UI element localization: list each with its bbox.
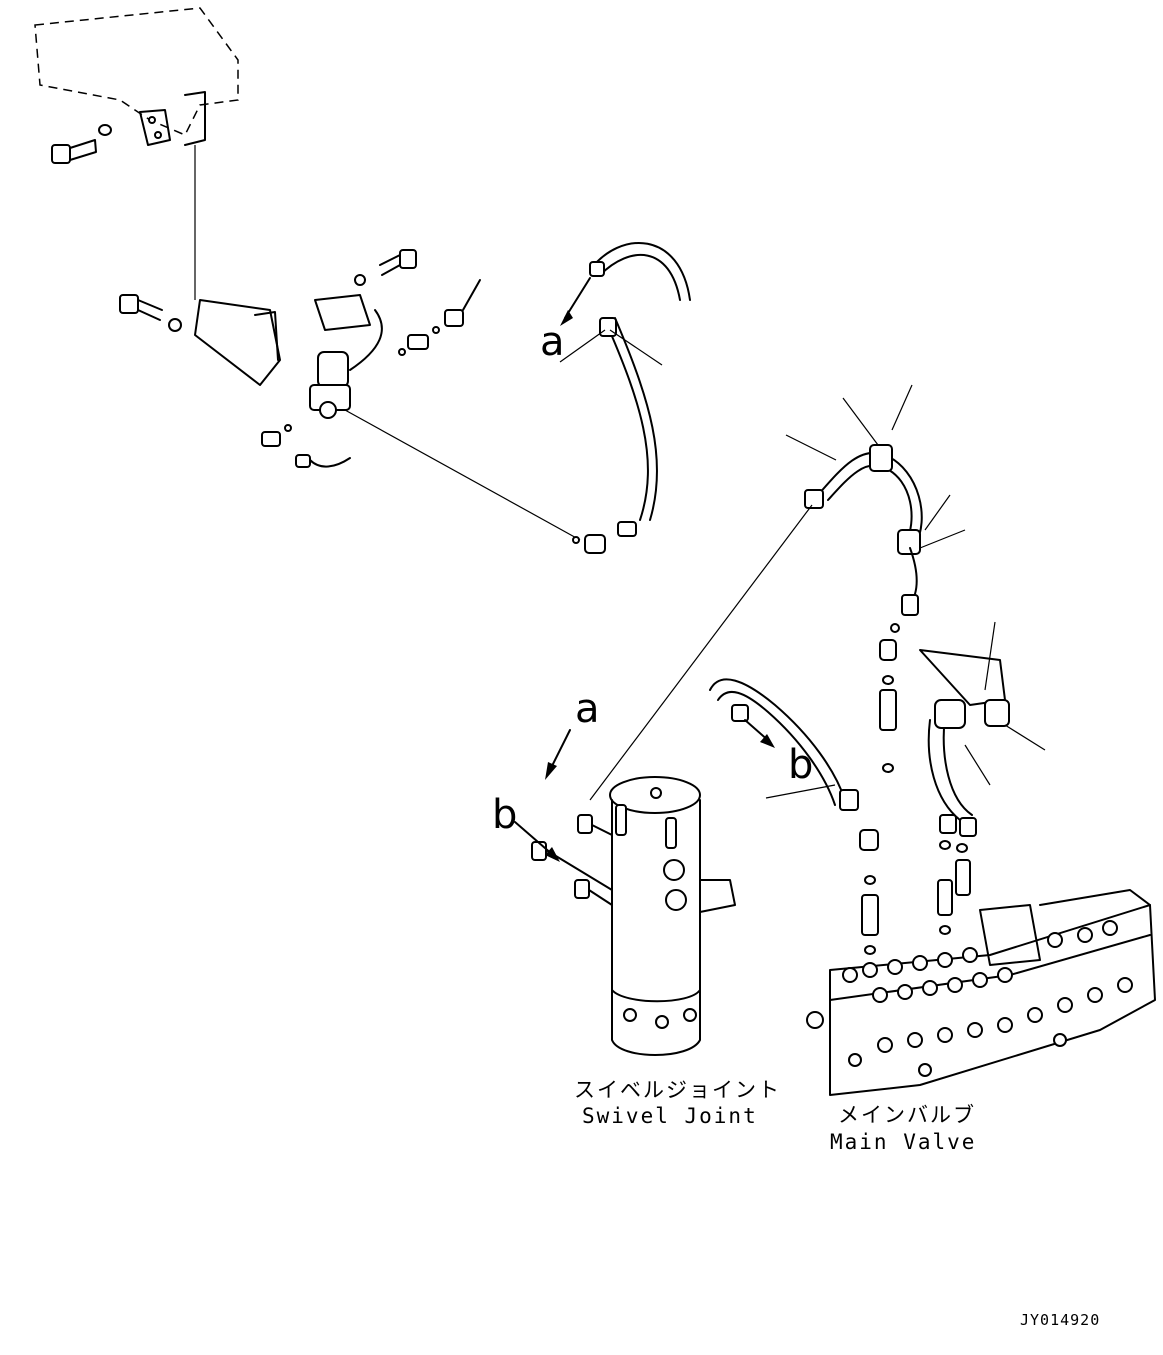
callout-a-lower-arrow	[545, 729, 571, 780]
main-valve	[806, 889, 1156, 1096]
drawing-code: JY014920	[1020, 1311, 1100, 1329]
hose-set-right	[919, 621, 1046, 935]
solenoid-valve-assembly	[119, 249, 481, 468]
hose-b	[709, 678, 859, 811]
pilot-hose-upper	[559, 241, 691, 521]
hose-with-clamps	[785, 384, 966, 616]
swivel-joint-caption-jp: スイベルジョイント	[574, 1078, 781, 1102]
callout-a-upper: a	[540, 319, 565, 365]
callout-b-left-arrow	[514, 821, 560, 862]
swivel-joint-caption-en: Swivel Joint	[582, 1104, 758, 1128]
cab-cover-bracket	[34, 7, 239, 146]
elbow-fitting-upper	[572, 521, 637, 554]
main-valve-caption-jp: メインバルブ	[838, 1103, 976, 1127]
fittings-column	[859, 623, 900, 955]
swivel-joint	[531, 776, 736, 1056]
callout-a-lower: a	[575, 686, 600, 732]
main-valve-caption-en: Main Valve	[830, 1130, 976, 1154]
bolt-top-left	[51, 124, 112, 164]
leader-hose-to-swivel	[589, 504, 813, 801]
leader-solenoid-to-elbow	[344, 409, 581, 541]
callout-b-hose: b	[788, 742, 813, 788]
callout-b-left: b	[492, 792, 517, 838]
